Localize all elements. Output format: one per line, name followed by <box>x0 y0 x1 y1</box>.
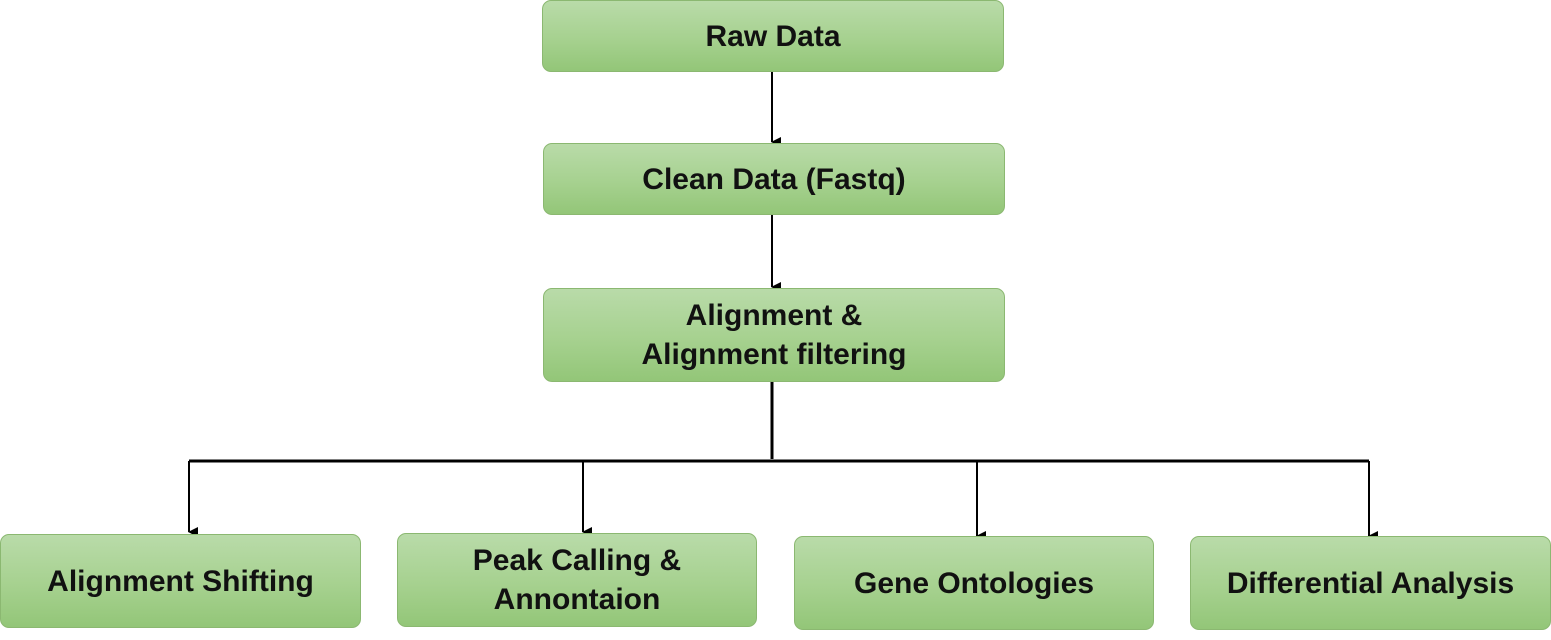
node-gene-ontologies-label: Gene Ontologies <box>853 566 1095 600</box>
node-peak-calling-label: Peak Calling & Annontaion <box>472 544 682 616</box>
node-gene-ontologies: Gene Ontologies <box>794 536 1154 630</box>
node-differential-analysis: Differential Analysis <box>1190 536 1551 630</box>
node-alignment-shifting: Alignment Shifting <box>0 534 361 628</box>
node-clean-data-label: Clean Data (Fastq) <box>642 162 906 196</box>
node-raw-data: Raw Data <box>542 0 1004 72</box>
node-alignment-filtering: Alignment & Alignment filtering <box>543 288 1005 382</box>
node-differential-analysis-label: Differential Analysis <box>1226 566 1515 600</box>
node-raw-data-label: Raw Data <box>705 19 841 53</box>
node-alignment-shifting-label: Alignment Shifting <box>47 564 314 598</box>
node-clean-data: Clean Data (Fastq) <box>543 143 1005 215</box>
node-alignment-filtering-label: Alignment & Alignment filtering <box>641 299 907 371</box>
node-peak-calling: Peak Calling & Annontaion <box>397 533 757 627</box>
